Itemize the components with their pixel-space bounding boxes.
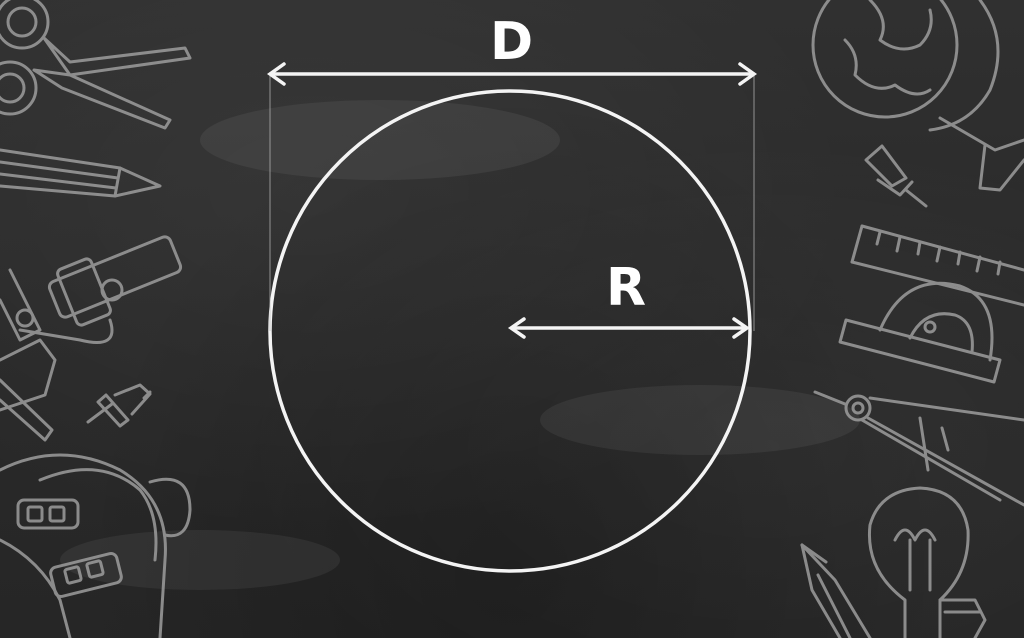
chalk-texture bbox=[60, 100, 860, 590]
backpack-icon bbox=[0, 453, 192, 638]
diameter-guides bbox=[269, 72, 755, 331]
pushpin-icon bbox=[86, 383, 152, 428]
microscope-icon bbox=[0, 235, 183, 442]
lightbulb-icon bbox=[867, 486, 987, 638]
pushpin-icon bbox=[864, 144, 928, 208]
diameter-arrow bbox=[266, 62, 758, 86]
compass-icon bbox=[813, 390, 1024, 507]
pencil-icon bbox=[800, 543, 872, 638]
pencil-icon bbox=[0, 148, 162, 198]
ruler-protractor-icon bbox=[838, 224, 1024, 384]
radius-label: R bbox=[606, 258, 647, 318]
radius-arrow bbox=[507, 317, 751, 339]
scissors-icon bbox=[0, 0, 192, 130]
globe-icon bbox=[811, 0, 1024, 192]
diameter-label: D bbox=[490, 12, 534, 72]
